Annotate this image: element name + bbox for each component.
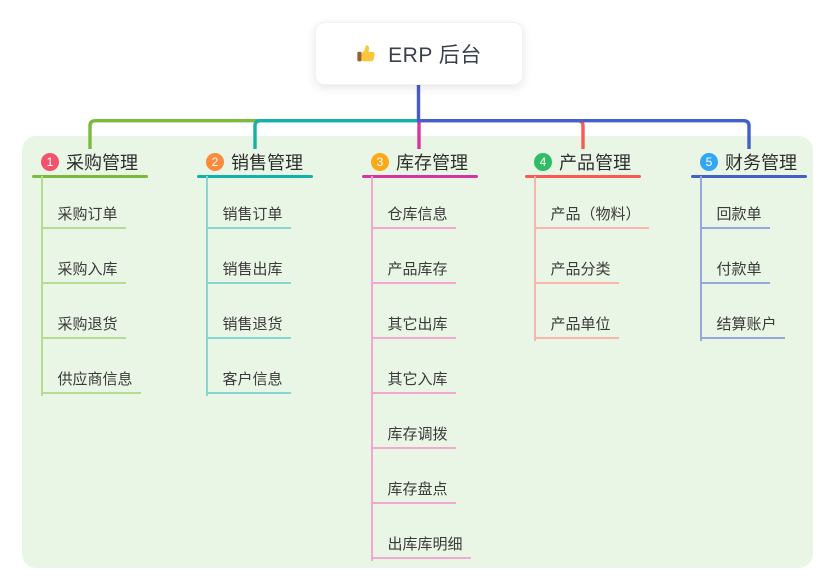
child-node[interactable]: 供应商信息	[40, 371, 141, 394]
child-trunk-line	[205, 176, 208, 396]
branch-underline	[362, 174, 478, 178]
child-node[interactable]: 采购入库	[40, 261, 126, 284]
branch-label: 销售管理	[231, 152, 303, 173]
branch-number-badge: 4	[534, 152, 552, 171]
branch-underline	[32, 174, 148, 178]
child-node[interactable]: 销售订单	[205, 206, 291, 229]
child-node[interactable]: 出库库明细	[370, 536, 471, 559]
branch-underline	[197, 174, 313, 178]
thumbs-up-icon	[357, 44, 375, 61]
root-node[interactable]: ERP 后台	[315, 22, 523, 85]
child-node[interactable]: 产品分类	[533, 261, 619, 284]
child-node[interactable]: 销售退货	[205, 316, 291, 339]
child-node[interactable]: 产品单位	[533, 316, 619, 339]
root-title: ERP 后台	[388, 43, 482, 67]
branch-underline	[691, 174, 807, 178]
branch-node-1[interactable]: 1 采购管理	[41, 151, 138, 173]
branch-label: 库存管理	[396, 152, 468, 173]
child-node[interactable]: 客户信息	[205, 371, 291, 394]
child-node[interactable]: 产品库存	[370, 261, 456, 284]
child-node[interactable]: 其它出库	[370, 316, 456, 339]
branch-number-badge: 1	[41, 152, 59, 171]
child-node[interactable]: 采购订单	[40, 206, 126, 229]
branch-underline	[525, 174, 641, 178]
branch-node-3[interactable]: 3 库存管理	[371, 151, 468, 173]
branch-node-4[interactable]: 4 产品管理	[534, 151, 631, 173]
child-node[interactable]: 其它入库	[370, 371, 456, 394]
child-node[interactable]: 仓库信息	[370, 206, 456, 229]
branch-label: 产品管理	[559, 152, 631, 173]
child-node[interactable]: 产品（物料）	[533, 206, 649, 229]
child-trunk-line	[40, 176, 43, 396]
branch-number-badge: 2	[206, 152, 224, 171]
mindmap-panel	[22, 136, 813, 568]
child-node[interactable]: 回款单	[699, 206, 770, 229]
child-node[interactable]: 销售出库	[205, 261, 291, 284]
child-trunk-line	[370, 176, 373, 561]
branch-number-badge: 3	[371, 152, 389, 171]
child-node[interactable]: 库存盘点	[370, 481, 456, 504]
child-node[interactable]: 采购退货	[40, 316, 126, 339]
branch-label: 财务管理	[725, 152, 797, 173]
branch-number-badge: 5	[700, 152, 718, 171]
branch-node-2[interactable]: 2 销售管理	[206, 151, 303, 173]
branch-label: 采购管理	[66, 152, 138, 173]
child-trunk-line	[699, 176, 702, 341]
child-node[interactable]: 库存调拨	[370, 426, 456, 449]
child-node[interactable]: 结算账户	[699, 316, 785, 339]
child-node[interactable]: 付款单	[699, 261, 770, 284]
child-trunk-line	[533, 176, 536, 341]
branch-node-5[interactable]: 5 财务管理	[700, 151, 797, 173]
